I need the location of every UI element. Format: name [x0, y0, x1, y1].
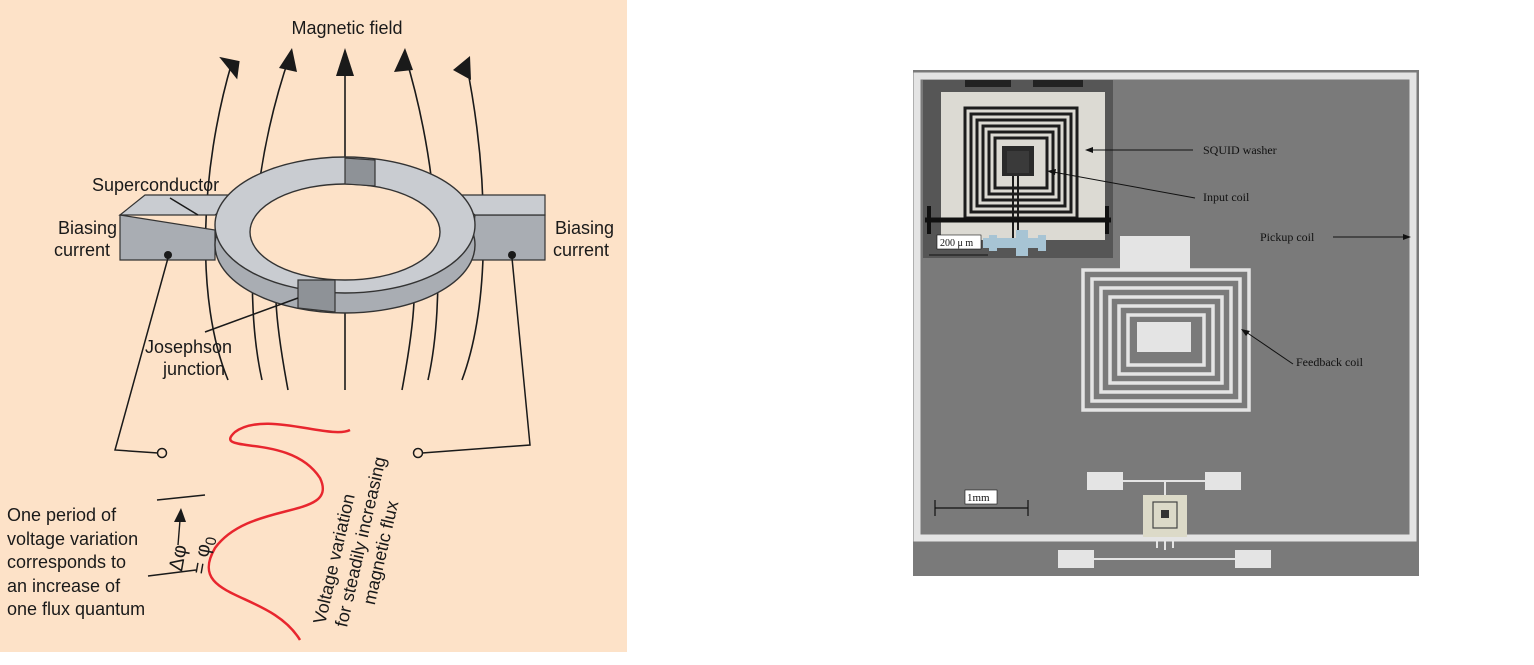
label-bias-right-1: Biasing	[555, 218, 614, 238]
feedback-center-pad	[1137, 322, 1191, 352]
period-line: an increase of	[7, 576, 121, 596]
title-magnetic-field: Magnetic field	[291, 18, 402, 38]
scale-bar-main-label: 1mm	[967, 492, 990, 504]
label-junction-2: junction	[162, 359, 225, 379]
contact-dot-right	[508, 251, 516, 259]
inset-top-bar-left	[965, 80, 1011, 87]
terminal-left	[158, 449, 167, 458]
label-squid-washer: SQUID washer	[1203, 143, 1277, 157]
label-feedback-coil: Feedback coil	[1296, 355, 1364, 369]
label-input-coil: Input coil	[1203, 190, 1250, 204]
period-line: one flux quantum	[7, 599, 145, 619]
terminal-right	[414, 449, 423, 458]
squid-chip-layout: 200 μ m 1mm	[913, 70, 1419, 576]
bias-lead-right-side	[470, 215, 545, 260]
label-bias-left-2: current	[54, 240, 110, 260]
period-line: voltage variation	[7, 529, 138, 549]
ring-hole	[250, 184, 440, 280]
squid-hole-inner	[1007, 151, 1029, 173]
josephson-junction-top	[345, 158, 375, 186]
period-line: One period of	[7, 505, 117, 525]
label-bias-right-2: current	[553, 240, 609, 260]
squid-inset: 200 μ m	[923, 80, 1113, 258]
label-pickup-coil: Pickup coil	[1260, 230, 1315, 244]
squid-schematic: Magnetic field Superconductor Biasing cu…	[0, 0, 627, 652]
delta-phi-label: Δφ	[165, 543, 191, 573]
label-junction-1: Josephson	[145, 337, 232, 357]
josephson-junction-bottom	[298, 280, 335, 312]
contact-pad-top	[1120, 236, 1190, 270]
label-bias-left-1: Biasing	[58, 218, 117, 238]
label-superconductor: Superconductor	[92, 175, 219, 195]
svg-text:Δφ: Δφ	[165, 543, 191, 573]
period-line: corresponds to	[7, 552, 126, 572]
inset-top-bar-right	[1033, 80, 1083, 87]
scale-bar-inset-label: 200 μ m	[940, 238, 973, 249]
contact-dot-left	[164, 251, 172, 259]
